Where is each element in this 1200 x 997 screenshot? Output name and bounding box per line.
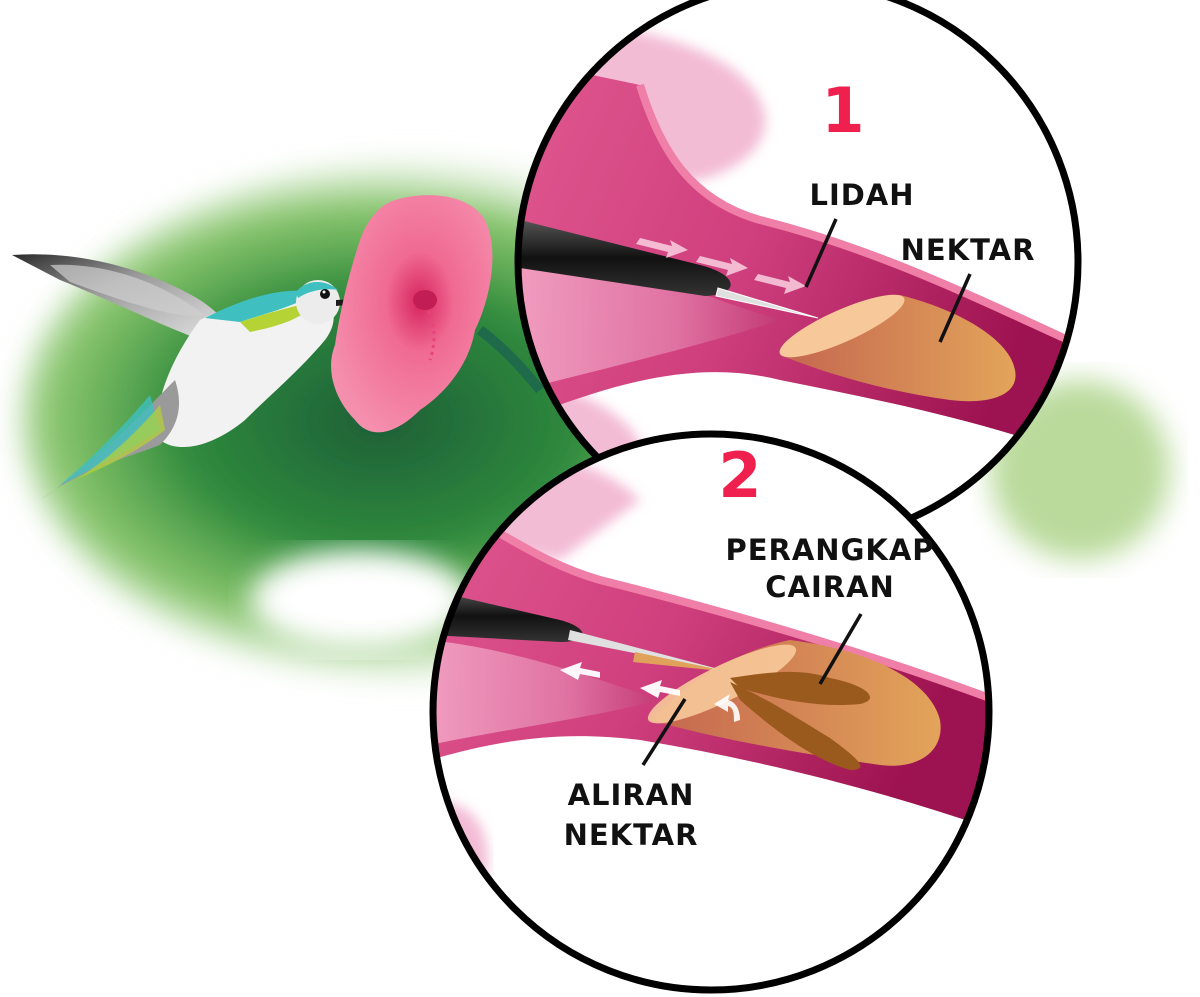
step-number-1: 1	[821, 74, 864, 147]
step-number-2: 2	[718, 439, 761, 512]
label-perangkap-line2: CAIRAN	[765, 570, 895, 604]
label-lidah: LIDAH	[809, 178, 914, 212]
label-perangkap-line1: PERANGKAP	[725, 533, 934, 567]
leader-line-aliran	[641, 698, 687, 766]
leader-line-lidah	[804, 218, 838, 288]
panel-2-zoom-circle: 2 PERANGKAP CAIRAN ALIRAN NEKTAR	[429, 430, 993, 994]
leader-line-nektar	[938, 273, 972, 343]
flow-arrows-out	[560, 662, 740, 722]
hummingbird-illustration	[12, 254, 430, 500]
flower-illustration	[331, 195, 544, 433]
label-aliran-line2: NEKTAR	[564, 818, 699, 852]
flow-arrows-in	[636, 238, 806, 294]
label-aliran-line1: ALIRAN	[568, 778, 695, 812]
leader-line-perangkap	[818, 613, 863, 685]
label-nektar: NEKTAR	[901, 233, 1036, 267]
fluid-trap-lamellae	[730, 671, 870, 770]
